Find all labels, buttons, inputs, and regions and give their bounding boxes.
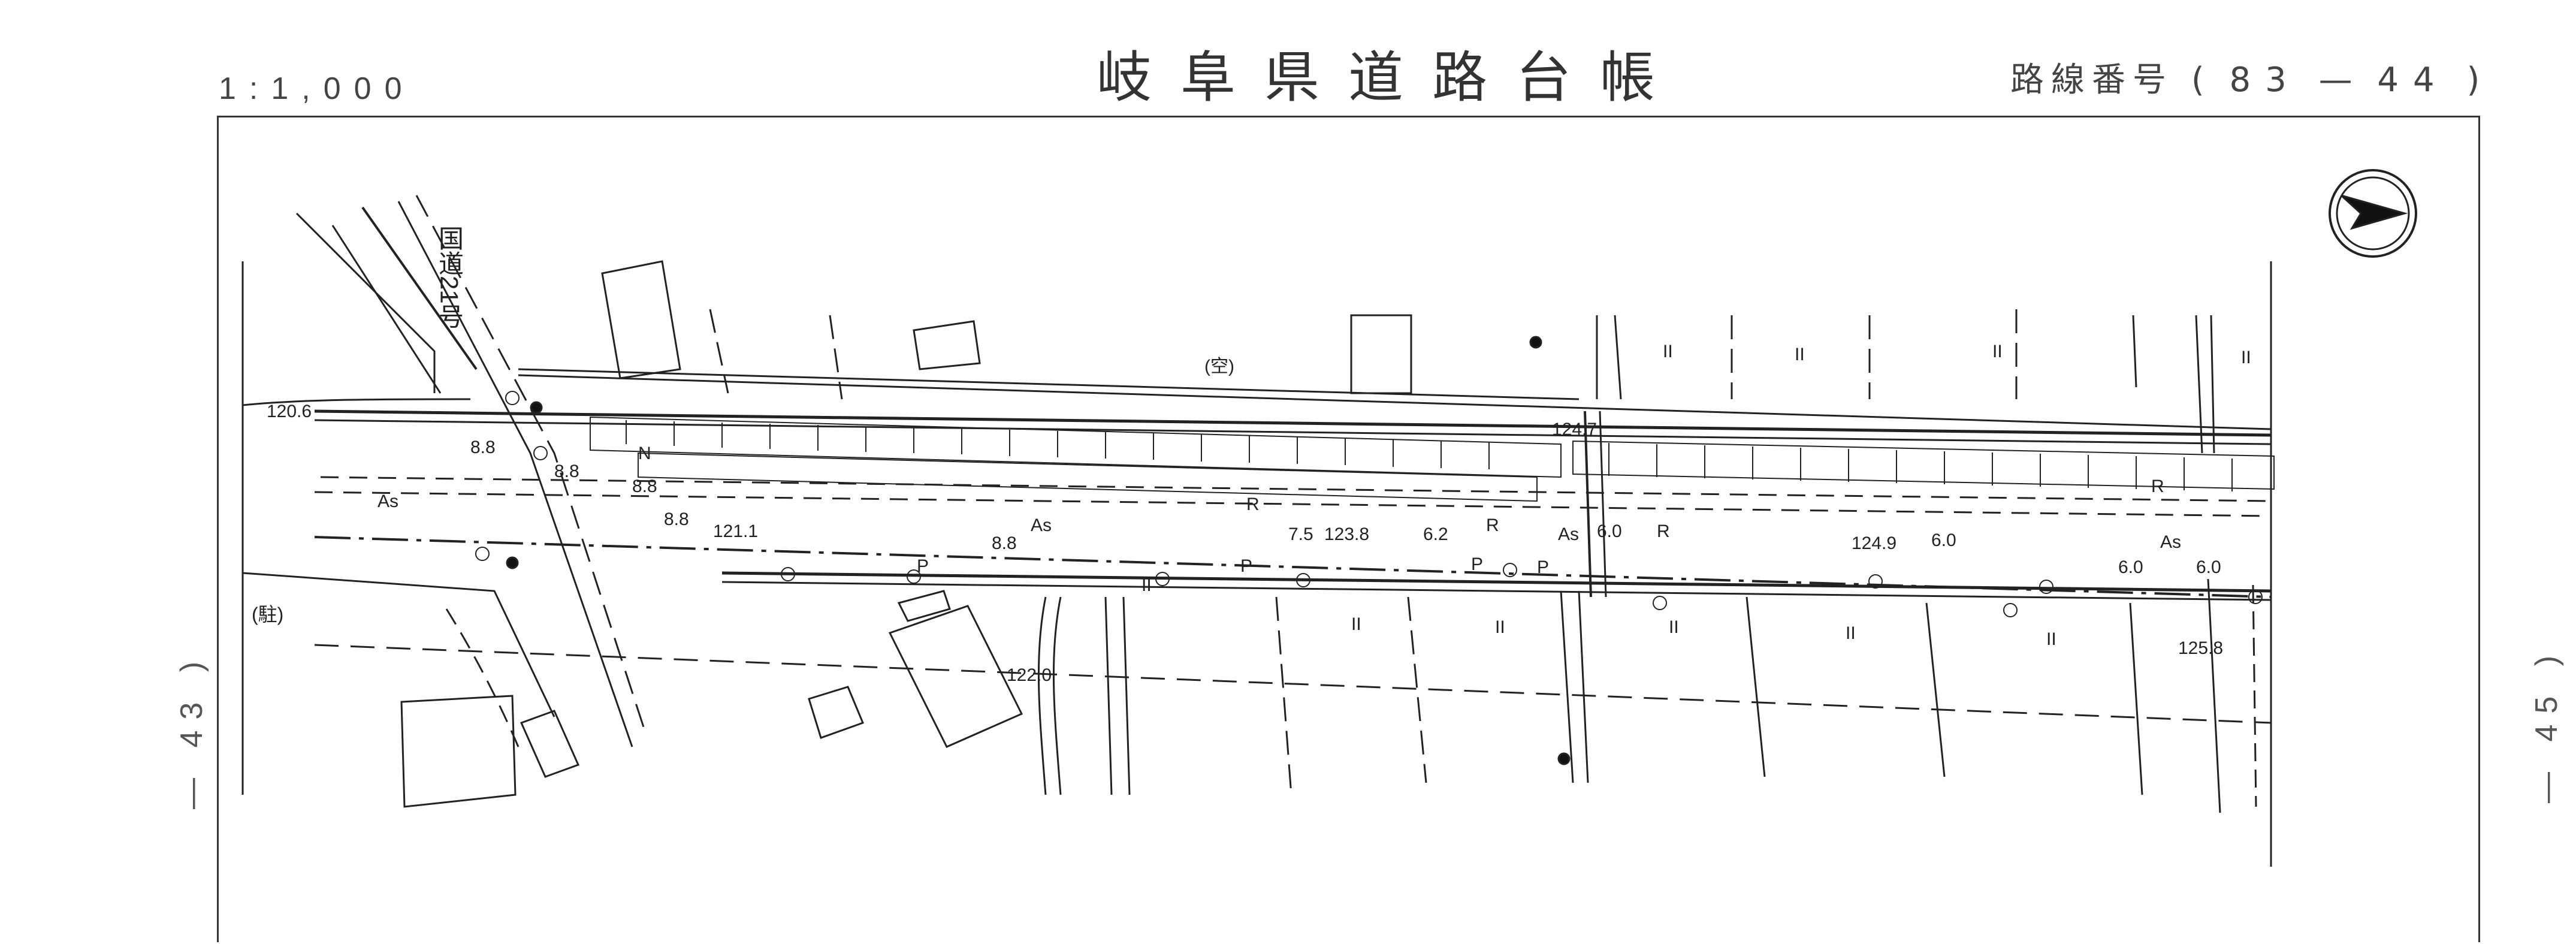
building <box>400 695 517 808</box>
route-number-label: 路線番号 ( 83 — 44 ) <box>2010 53 2487 101</box>
road-edge-north <box>314 409 2272 437</box>
svg-text:II: II <box>1795 345 1805 364</box>
svg-text:6.0: 6.0 <box>2118 557 2143 577</box>
svg-text:P: P <box>917 556 929 576</box>
svg-text:6.0: 6.0 <box>1931 530 1956 550</box>
svg-text:R: R <box>1486 515 1499 535</box>
svg-text:8.8: 8.8 <box>992 533 1017 553</box>
page-title: 岐阜県道路台帳 <box>1097 46 1684 110</box>
elevation-120-6: 120.6 <box>267 402 312 421</box>
svg-text:II: II <box>1669 617 1679 637</box>
building <box>913 320 981 370</box>
svg-text:II: II <box>2046 629 2056 649</box>
building <box>888 605 1023 748</box>
elevation-122-0: 122.0 <box>1007 665 1052 685</box>
route-section: 44 <box>2377 61 2449 99</box>
map-frame: 国道21号 (駐) (空) 120.6 121.1 123.8 124.7 12… <box>217 116 2480 942</box>
svg-text:8.8: 8.8 <box>632 476 657 496</box>
road-edge-north-inner <box>314 419 2272 445</box>
svg-text:7.5: 7.5 <box>1288 524 1313 544</box>
route-close-paren: ) <box>2466 61 2487 99</box>
svg-text:II: II <box>1663 342 1673 361</box>
parking-label: (駐) <box>252 604 283 625</box>
svg-text:R: R <box>1657 521 1670 541</box>
lot-boundaries <box>1037 578 2257 813</box>
elevation-124-9: 124.9 <box>1852 533 1896 553</box>
svg-text:II: II <box>1351 614 1361 634</box>
building <box>1350 314 1412 394</box>
previous-sheet-ref[interactable]: — 43 ) <box>174 650 209 809</box>
svg-text:6.0: 6.0 <box>2196 557 2221 577</box>
svg-text:II: II <box>1495 617 1505 637</box>
svg-text:8.8: 8.8 <box>554 462 579 481</box>
road-surface-as: As <box>1031 515 1052 535</box>
route-number: 83 <box>2229 61 2301 99</box>
map-scale: 1:1,000 <box>219 71 415 106</box>
route-label: 路線番号 <box>2010 61 2173 99</box>
route-open-paren: ( <box>2191 61 2212 99</box>
route-dash: — <box>2318 61 2360 99</box>
svg-text:6.2: 6.2 <box>1423 524 1448 544</box>
svg-text:N: N <box>638 444 651 463</box>
building <box>601 260 681 379</box>
elevation-124-7: 124.7 <box>1552 420 1597 439</box>
svg-text:P: P <box>1240 556 1252 576</box>
elevation-123-8: 123.8 <box>1324 524 1369 544</box>
svg-text:II: II <box>1141 575 1152 595</box>
road-surface-as: As <box>1558 524 1579 544</box>
road-surface-as: As <box>2160 532 2181 552</box>
svg-text:II: II <box>1846 623 1856 643</box>
elevation-121-1: 121.1 <box>713 521 758 541</box>
svg-text:P: P <box>1537 557 1549 577</box>
national-road-label: 国道21号 <box>436 225 464 329</box>
north-lot-boundaries <box>709 261 2272 867</box>
svg-text:8.8: 8.8 <box>664 509 689 529</box>
elevation-125-8: 125.8 <box>2178 638 2223 658</box>
vacant-label: (空) <box>1204 357 1234 376</box>
svg-text:R: R <box>2151 476 2164 496</box>
svg-text:8.8: 8.8 <box>470 438 496 457</box>
svg-text:6.0: 6.0 <box>1597 521 1622 541</box>
svg-text:II: II <box>1992 342 2003 361</box>
road-map-drawing: 国道21号 (駐) (空) 120.6 121.1 123.8 124.7 12… <box>241 169 2417 867</box>
svg-text:R: R <box>1246 494 1260 514</box>
svg-text:II: II <box>2241 348 2251 367</box>
svg-text:P: P <box>1471 554 1483 574</box>
next-sheet-ref[interactable]: — 45 ) <box>2529 644 2564 803</box>
north-arrow-icon <box>2329 169 2417 258</box>
road-surface-as: As <box>378 491 398 511</box>
sidewalk-hatching <box>626 420 2233 491</box>
building <box>808 686 864 739</box>
